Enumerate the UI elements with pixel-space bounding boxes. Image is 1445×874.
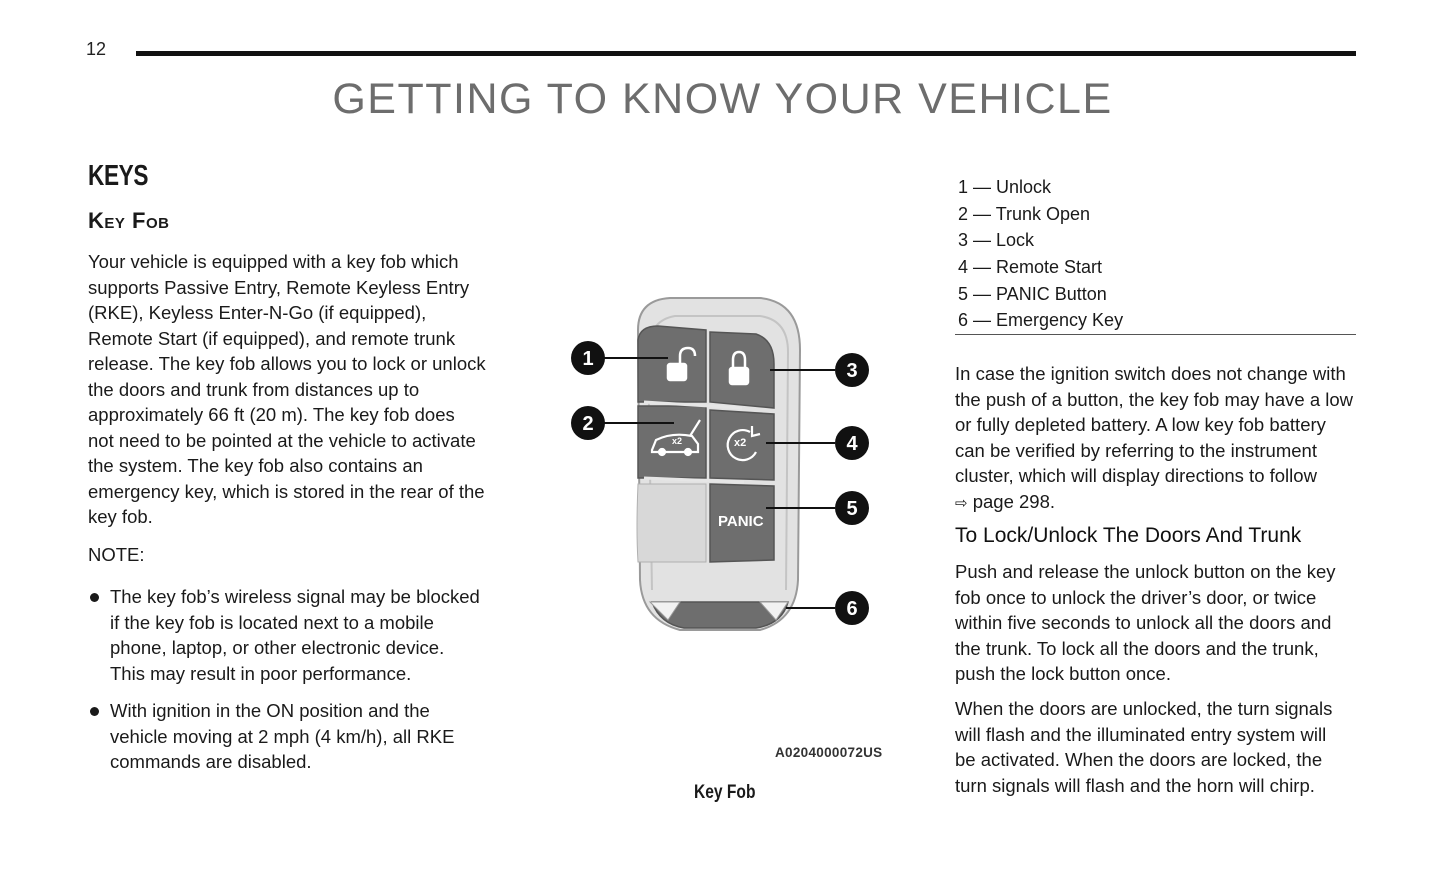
callout-1: 1 — [571, 341, 605, 375]
text-line: will flash and the illuminated entry sys… — [955, 723, 1327, 745]
callout-number: 2 — [582, 413, 593, 435]
figure-legend: 1 — Unlock 2 — Trunk Open 3 — Lock 4 — R… — [958, 174, 1356, 334]
legend-item: 3 — Lock — [958, 230, 1035, 251]
lock-icon — [728, 350, 750, 386]
figure-code: A0204000072US — [775, 745, 883, 760]
figure-caption: Key Fob — [694, 782, 756, 803]
text-line: vehicle moving at 2 mph (4 km/h), all RK… — [110, 725, 455, 747]
callout-number: 6 — [846, 598, 857, 620]
remote-start-icon — [726, 426, 761, 462]
callout-5: 5 — [835, 491, 869, 525]
text-line: release. The key fob allows you to lock … — [88, 353, 486, 374]
text-line: key fob. — [88, 506, 153, 527]
text-line: the trunk. To lock all the doors and the… — [955, 637, 1319, 659]
legend-rule — [955, 334, 1356, 335]
text-line: the system. The key fob also contains an — [88, 455, 423, 476]
subsection-title: Key Fob — [88, 208, 170, 233]
page-reference[interactable]: ⇨ page 298. — [955, 489, 1355, 517]
text-line: When the doors are unlocked, the turn si… — [955, 698, 1333, 719]
panic-button — [709, 483, 775, 563]
text-line: approximately 66 ft (20 m). The key fob … — [88, 404, 455, 425]
text-line: emergency key, which is stored in the re… — [88, 480, 485, 502]
callout-3: 3 — [835, 353, 869, 387]
text-line: supports Passive Entry, Remote Keyless E… — [88, 276, 470, 298]
text-line: push the lock button once. — [955, 663, 1171, 684]
section-title: KEYS — [88, 160, 149, 192]
chapter-title: GETTING TO KNOW YOUR VEHICLE — [332, 75, 1113, 123]
page-number: 12 — [86, 39, 107, 59]
lock-unlock-heading: To Lock/Unlock The Doors And Trunk — [955, 524, 1302, 547]
text-line: if the key fob is located next to a mobi… — [110, 611, 434, 633]
bullet-icon — [90, 707, 99, 716]
text-line: With ignition in the ON position and the — [110, 700, 430, 721]
text-line: the doors and trunk from distances up to — [88, 378, 420, 400]
unlock-icon — [666, 346, 697, 382]
text-line: Push and release the unlock button on th… — [955, 561, 1336, 582]
text-line: commands are disabled. — [110, 751, 312, 772]
note-label: NOTE: — [88, 544, 145, 565]
text-line: or fully depleted battery. A low key fob… — [955, 414, 1326, 435]
arrow-reference-icon: ⇨ — [955, 494, 968, 512]
header-rule — [136, 51, 1356, 56]
callout-number: 5 — [846, 498, 857, 520]
callout-number: 1 — [582, 348, 593, 370]
remote-start-button — [709, 409, 775, 481]
key-fob-illustration: x2 x2 PANIC 1 2 3 4 5 6 — [571, 297, 869, 631]
text-line: within five seconds to unlock all the do… — [955, 612, 1332, 633]
text-line: cluster, which will display directions t… — [955, 465, 1317, 486]
lock-unlock-paragraph: Push and release the unlock button on th… — [955, 559, 1355, 687]
text-line: This may result in poor performance. — [110, 662, 412, 684]
text-line: Your vehicle is equipped with a key fob … — [88, 251, 459, 272]
blank-panel — [636, 483, 707, 563]
remote-start-x2-label: x2 — [734, 437, 746, 449]
battery-paragraph: In case the ignition switch does not cha… — [955, 361, 1355, 516]
callout-4: 4 — [835, 426, 869, 460]
text-line: Remote Start (if equipped), and remote t… — [88, 327, 456, 349]
emergency-key-cap — [650, 601, 789, 629]
text-line: fob once to unlock the driver’s door, or… — [955, 586, 1317, 608]
legend-item: 6 — Emergency Key — [958, 310, 1124, 331]
legend-item: 1 — Unlock — [958, 177, 1052, 197]
text-line: not need to be pointed at the vehicle to… — [88, 429, 476, 451]
text-line: phone, laptop, or other electronic devic… — [110, 637, 445, 658]
legend-item: 5 — PANIC Button — [958, 283, 1107, 304]
legend-item: 2 — Trunk Open — [958, 203, 1091, 224]
page-reference-text: page 298. — [972, 490, 1056, 512]
text-line: the push of a button, the key fob may ha… — [955, 388, 1354, 410]
callout-number: 3 — [846, 360, 857, 382]
intro-paragraph: Your vehicle is equipped with a key fob … — [88, 249, 493, 530]
text-line: can be verified by referring to the inst… — [955, 439, 1317, 461]
callout-number: 4 — [846, 433, 858, 455]
panic-label: PANIC — [718, 513, 764, 530]
legend-item: 4 — Remote Start — [958, 257, 1103, 278]
signals-paragraph: When the doors are unlocked, the turn si… — [955, 696, 1355, 798]
bullet-icon — [90, 593, 99, 602]
text-line: The key fob’s wireless signal may be blo… — [110, 586, 480, 607]
text-line: be activated. When the doors are locked,… — [955, 749, 1323, 770]
callout-6: 6 — [835, 591, 869, 625]
trunk-open-icon — [650, 419, 701, 457]
trunk-x2-label: x2 — [672, 436, 682, 446]
callout-2: 2 — [571, 406, 605, 440]
text-line: (RKE), Keyless Enter-N-Go (if equipped), — [88, 302, 427, 323]
text-line: turn signals will flash and the horn wil… — [955, 774, 1315, 796]
text-line: In case the ignition switch does not cha… — [955, 363, 1346, 384]
